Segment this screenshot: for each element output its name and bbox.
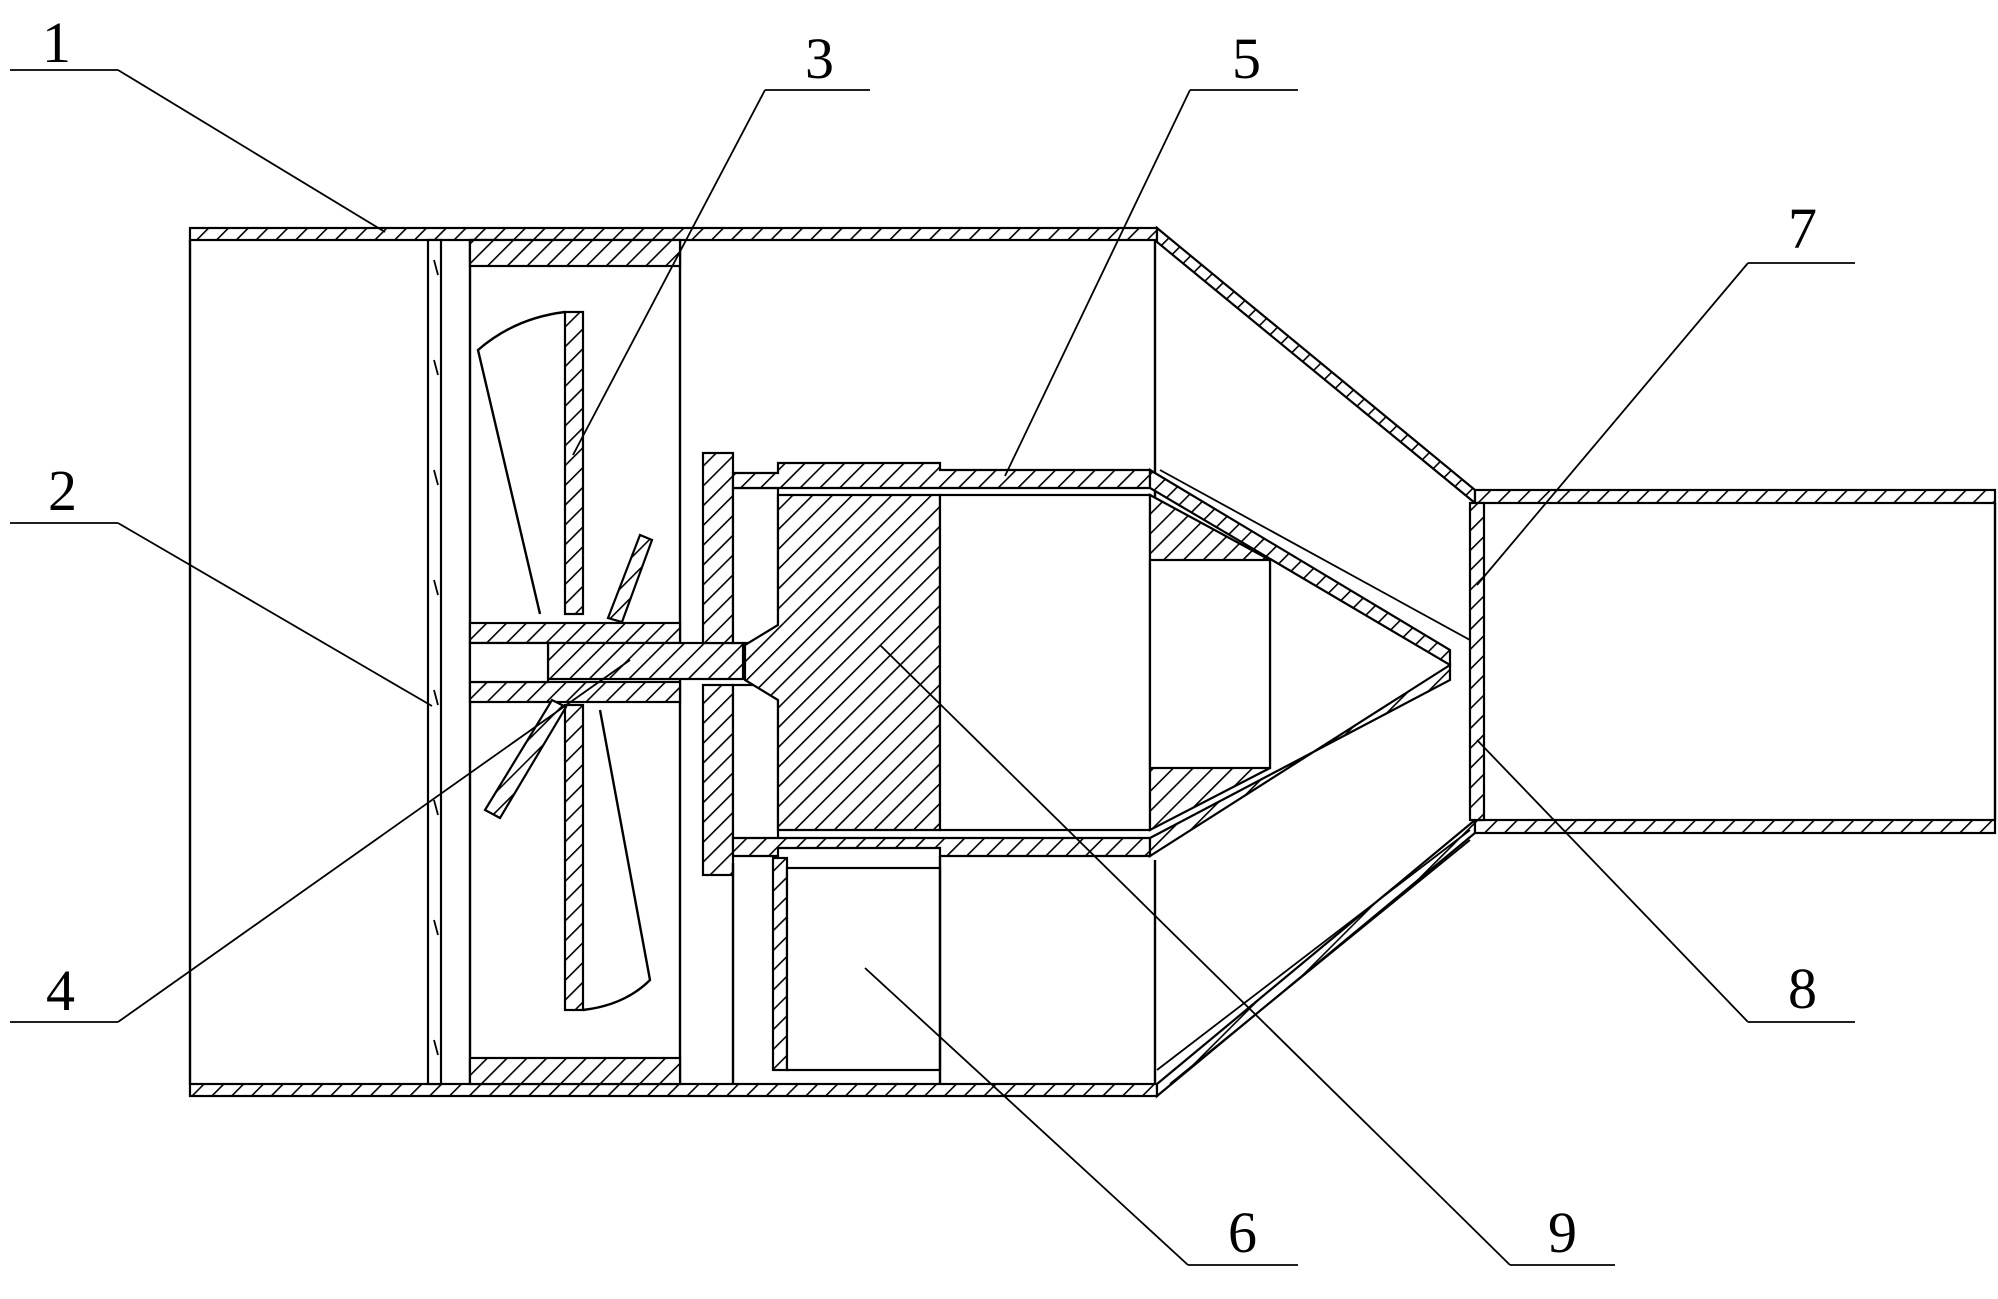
casing-bottom-taper [1155,817,1477,1099]
outlet-pipe-top [1473,488,1997,505]
label-3: 3 [805,26,834,91]
drive-shaft [468,641,745,684]
leader-lines [10,69,1855,1266]
fan-blade [476,310,654,1012]
label-4: 4 [46,958,75,1023]
casing-top-taper [1155,225,1477,506]
label-8: 8 [1788,956,1817,1021]
label-7: 7 [1788,196,1817,261]
label-9: 9 [1548,1200,1577,1265]
partition-plate [1468,501,1486,822]
support-bracket [771,856,942,1084]
motor-flange [701,451,780,1084]
outer-casing [188,225,1997,1099]
part-labels: 1 2 3 4 5 6 7 8 9 [42,10,1817,1265]
casing-bottom-wall [188,1082,1159,1098]
label-2: 2 [48,458,77,523]
casing-top-wall [188,226,1159,242]
motor-shell [731,461,1471,859]
grille-plate [426,238,443,1086]
outlet-pipe-bottom [1473,818,1997,835]
label-1: 1 [42,10,71,75]
label-5: 5 [1232,26,1261,91]
label-6: 6 [1228,1200,1257,1265]
